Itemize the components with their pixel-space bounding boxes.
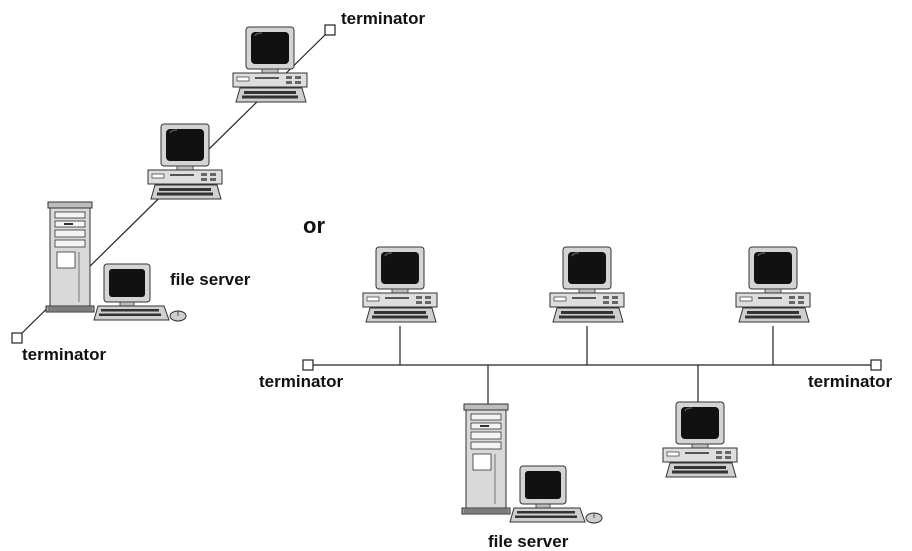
file-server-label: file server <box>488 532 569 551</box>
file-server-label: file server <box>170 270 251 289</box>
workstation-icon <box>232 26 308 103</box>
terminator-bottom-left-network <box>11 332 23 344</box>
file-server-icon <box>461 403 603 524</box>
terminator-label: terminator <box>341 9 425 28</box>
or-label: or <box>303 213 325 238</box>
workstation-icon <box>735 246 811 323</box>
terminator-label: terminator <box>259 372 343 391</box>
terminator-label: terminator <box>22 345 106 364</box>
workstation-icon <box>147 123 223 200</box>
workstation-icon <box>362 246 438 323</box>
terminator-left-end <box>302 359 314 371</box>
file-server-icon <box>45 201 187 322</box>
terminator-right-end <box>870 359 882 371</box>
terminator-label: terminator <box>808 372 892 391</box>
workstation-icon <box>549 246 625 323</box>
horizontal-bus-topology: terminator terminator file server <box>259 246 892 551</box>
terminator-top-left-network <box>324 24 336 36</box>
diagonal-bus-topology: terminator terminator file server <box>11 9 425 364</box>
workstation-icon <box>662 401 738 478</box>
